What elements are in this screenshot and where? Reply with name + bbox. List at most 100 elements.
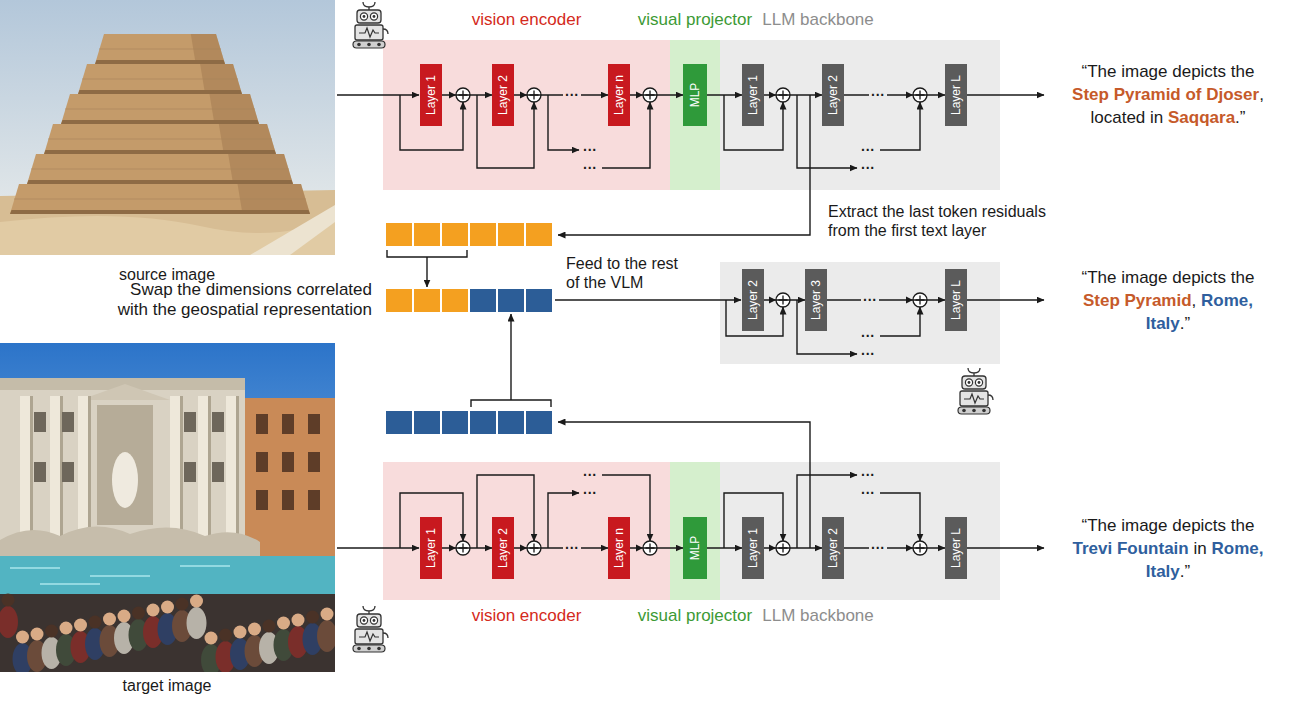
- band-fill: [383, 40, 670, 190]
- output-line: Italy.”: [1050, 312, 1286, 335]
- vector-cell: [413, 222, 441, 247]
- pyramid-course: [48, 139, 272, 140]
- residual-path: [880, 307, 920, 336]
- ellipsis: ···: [859, 347, 877, 361]
- person-head: [248, 623, 261, 636]
- ellipsis: ···: [859, 486, 877, 500]
- encoder-layer: Layer n: [608, 517, 630, 579]
- pyramid-course: [99, 49, 221, 50]
- statue: [112, 452, 138, 508]
- person-head: [321, 608, 334, 621]
- residual-vector: [385, 288, 553, 313]
- ellipsis: ···: [869, 88, 887, 102]
- window: [256, 452, 268, 472]
- encoder-layer: Layer 1: [420, 517, 442, 579]
- bracket: [471, 400, 551, 407]
- llm-layer: Layer 2: [822, 517, 844, 579]
- source-photo: [0, 0, 335, 255]
- edge-label-holder: ···: [861, 293, 879, 307]
- pyramid-ledge: [61, 120, 259, 124]
- flow-connector: [514, 94, 608, 95]
- layer-label: Layer 1: [746, 528, 760, 568]
- window: [256, 490, 268, 510]
- visual-projector-band: MLPvisual projector: [670, 462, 720, 600]
- pyramid-course: [65, 109, 255, 110]
- visual-projector-band: MLPvisual projector: [670, 40, 720, 190]
- label-holder: ···: [859, 347, 877, 361]
- band-fill: [670, 462, 720, 600]
- ellipsis: ···: [581, 486, 599, 500]
- label-holder: ···: [859, 161, 877, 175]
- residual-path: [548, 95, 579, 150]
- window: [212, 462, 224, 482]
- label-holder: Swap the dimensions correlated with the …: [72, 280, 372, 320]
- layer-label: Layer L: [949, 280, 963, 320]
- column-shadow: [30, 396, 33, 546]
- ellipsis: ···: [581, 468, 599, 482]
- output-line: “The image depicts the: [1050, 514, 1286, 537]
- layer-label: Layer L: [949, 75, 963, 115]
- highlighted-answer: Rome,: [1201, 291, 1253, 310]
- output-words: ,: [1192, 291, 1197, 310]
- label-holder: ···: [859, 486, 877, 500]
- highlighted-answer: Trevi Fountain: [1073, 539, 1189, 558]
- vector-cell: [385, 410, 413, 435]
- output-line: Italy.”: [1050, 560, 1286, 583]
- column: [50, 396, 60, 546]
- pyramid-tier: [44, 124, 276, 154]
- vector-cell: [525, 288, 553, 313]
- output-line: “The image depicts the: [1050, 60, 1286, 83]
- output-words: “The image depicts the: [1082, 62, 1255, 81]
- person-head: [234, 626, 247, 639]
- output-line: Trevi FountaininRome,: [1050, 537, 1286, 560]
- person-head: [263, 620, 276, 633]
- flow-connector: [764, 94, 822, 95]
- llm-layer: Layer 1: [742, 64, 764, 126]
- label-holder: ···: [581, 143, 599, 157]
- ellipsis: ···: [869, 541, 887, 555]
- llm-backbone-band: Layer 1Layer 2Layer LLLM backbone: [720, 462, 1000, 600]
- bracket: [387, 250, 467, 257]
- edge-label-holder: ···: [869, 541, 887, 555]
- vector-cell: [469, 288, 497, 313]
- highlighted-answer: Step Pyramid: [1083, 291, 1192, 310]
- band-heading: vision encoder: [377, 606, 677, 626]
- flow-connector: [844, 547, 945, 548]
- flow-arrow: [337, 547, 419, 548]
- column-shadow: [88, 396, 91, 546]
- flow-connector: [707, 94, 742, 95]
- encoder-layer: Layer 2: [492, 64, 514, 126]
- vision-encoder-band: Layer 1Layer 2Layer nvision encoder: [383, 462, 670, 600]
- vector-cell: [441, 288, 469, 313]
- pyramid-tier: [95, 34, 225, 64]
- layer-label: Layer n: [612, 75, 626, 115]
- edge-label-holder: ···: [563, 88, 581, 102]
- band-heading: vision encoder: [377, 10, 677, 30]
- vector-cell: [525, 222, 553, 247]
- residual-vector: [385, 410, 553, 435]
- pyramid-ledge: [27, 180, 293, 184]
- ellipsis: ···: [859, 161, 877, 175]
- layer-label: Layer 2: [496, 528, 510, 568]
- ellipsis: ···: [861, 293, 879, 307]
- label-holder: Feed to the rest of the VLM: [566, 254, 690, 292]
- annotation: Feed to the rest of the VLM: [566, 254, 690, 292]
- output-words: .”: [1180, 314, 1190, 333]
- label-holder: ···: [859, 329, 877, 343]
- person-body: [317, 620, 335, 652]
- layer-label: Layer n: [612, 528, 626, 568]
- llm-layer: Layer L: [945, 517, 967, 579]
- flow-arrow: [426, 257, 427, 287]
- person-head: [219, 629, 232, 642]
- window: [34, 462, 46, 482]
- label-holder: ···: [859, 143, 877, 157]
- column: [78, 396, 88, 546]
- window: [282, 452, 294, 472]
- water: [0, 556, 335, 596]
- mlp-projector: MLP: [683, 64, 707, 126]
- flow-arrow: [337, 94, 419, 95]
- person-head: [103, 613, 116, 626]
- llm-layer: Layer 2: [822, 64, 844, 126]
- label-holder: ···: [581, 468, 599, 482]
